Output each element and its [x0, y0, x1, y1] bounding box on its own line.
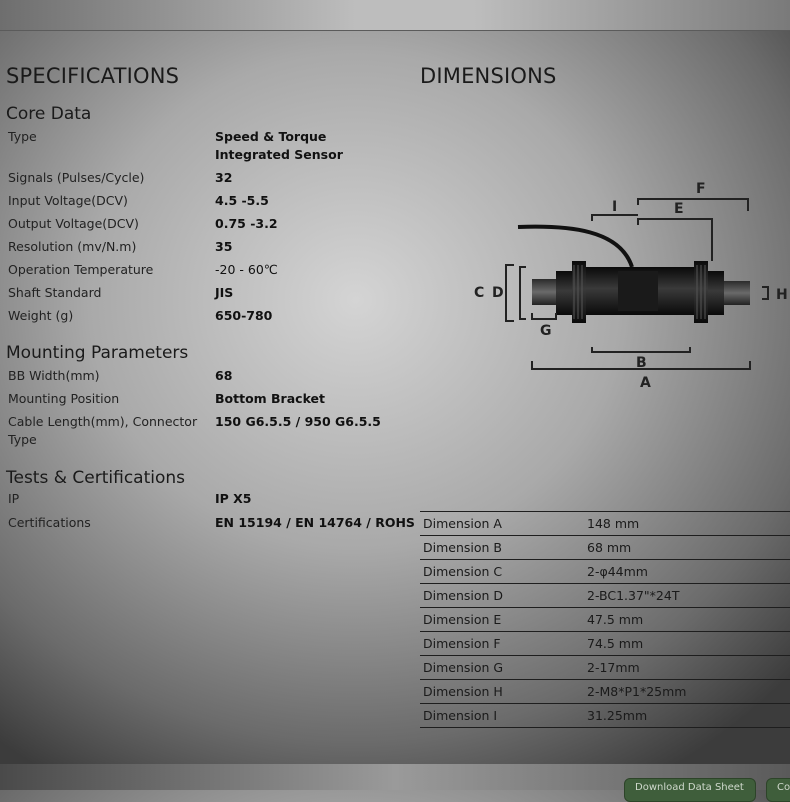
specifications-title: SPECIFICATIONS: [6, 64, 180, 88]
label-h: H: [776, 287, 788, 303]
download-data-sheet-button[interactable]: Download Data Sheet: [624, 778, 756, 802]
spec-value-resolution: 35: [215, 239, 233, 254]
label-a: A: [640, 375, 651, 391]
tests-certifications-title: Tests & Certifications: [6, 468, 185, 488]
dimension-i-value: 31.25mm: [587, 703, 790, 728]
sensor-cable: [517, 224, 634, 268]
spec-value-shaft-standard: JIS: [215, 285, 234, 300]
mounting-parameters-title: Mounting Parameters: [6, 343, 189, 363]
spec-value-weight: 650-780: [215, 308, 273, 323]
spec-value-mounting-position: Bottom Bracket: [215, 391, 325, 406]
table-row: Dimension A 148 mm: [420, 511, 790, 536]
spec-label-input-voltage: Input Voltage(DCV): [8, 193, 128, 208]
dimension-b-value: 68 mm: [587, 535, 790, 560]
table-row: Dimension E 47.5 mm: [420, 607, 790, 632]
dimension-d-label: Dimension D: [420, 583, 587, 608]
left-flange: [572, 261, 586, 323]
dimensions-title: DIMENSIONS: [420, 64, 557, 88]
core-data-title: Core Data: [6, 104, 92, 124]
bottom-bracket-dimension-diagram: A B C D E F G H I: [474, 181, 788, 391]
spec-label-shaft-standard: Shaft Standard: [8, 285, 102, 300]
spec-label-ip: IP: [8, 491, 20, 506]
spec-label-cable-length: Cable Length(mm), Connector Type: [8, 414, 198, 447]
spec-value-signals: 32: [215, 170, 233, 185]
dimension-h-label: Dimension H: [420, 679, 587, 704]
table-row: Dimension C 2-φ44mm: [420, 559, 790, 584]
label-b: B: [636, 355, 647, 371]
label-g: G: [540, 323, 552, 339]
sensor-body-mid: [618, 271, 658, 311]
dimension-b-label: Dimension B: [420, 535, 587, 560]
dimensions-table: Dimension A 148 mm Dimension B 68 mm Dim…: [420, 511, 790, 728]
dimension-d-value: 2-BC1.37"*24T: [587, 583, 790, 608]
spec-value-bb-width: 68: [215, 368, 233, 383]
spec-label-weight: Weight (g): [8, 308, 74, 323]
label-i: I: [612, 199, 617, 215]
spec-label-resolution: Resolution (mv/N.m): [8, 239, 137, 254]
table-row: Dimension G 2-17mm: [420, 655, 790, 680]
spec-value-input-voltage: 4.5 -5.5: [215, 193, 269, 208]
spec-label-type: Type: [8, 129, 37, 144]
right-shaft: [724, 281, 750, 305]
table-row: Dimension D 2-BC1.37"*24T: [420, 583, 790, 608]
spec-label-certifications: Certifications: [8, 515, 91, 530]
spec-label-mounting-position: Mounting Position: [8, 391, 120, 406]
top-strip: [0, 0, 790, 31]
dimension-i-label: Dimension I: [420, 703, 587, 728]
table-row: Dimension H 2-M8*P1*25mm: [420, 679, 790, 704]
spec-value-output-voltage: 0.75 -3.2: [215, 216, 278, 231]
spec-value-type: Speed & Torque Integrated Sensor: [215, 129, 343, 162]
dimension-h-value: 2-M8*P1*25mm: [587, 679, 790, 704]
contact-button[interactable]: Contact: [766, 778, 790, 802]
dimension-letters: A B C D E F G H I: [474, 181, 788, 391]
dimension-g-value: 2-17mm: [587, 655, 790, 680]
dimension-c-value: 2-φ44mm: [587, 559, 790, 584]
spec-value-cable-length: 150 G6.5.5 / 950 G6.5.5: [215, 414, 381, 429]
dimension-c-label: Dimension C: [420, 559, 587, 584]
spec-label-bb-width: BB Width(mm): [8, 368, 100, 383]
table-row: Dimension F 74.5 mm: [420, 631, 790, 656]
dimension-f-label: Dimension F: [420, 631, 587, 656]
label-d: D: [492, 285, 504, 301]
label-e: E: [674, 201, 684, 217]
spec-value-certifications: EN 15194 / EN 14764 / ROHS: [215, 515, 415, 530]
left-cup: [556, 271, 572, 315]
table-row: Dimension I 31.25mm: [420, 703, 790, 728]
table-row: Dimension B 68 mm: [420, 535, 790, 560]
dimension-e-value: 47.5 mm: [587, 607, 790, 632]
dimension-f-value: 74.5 mm: [587, 631, 790, 656]
right-flange: [694, 261, 708, 323]
left-shaft: [532, 279, 556, 305]
spec-label-operation-temperature: Operation Temperature: [8, 262, 154, 277]
spec-value-operation-temperature: -20 - 60℃: [215, 262, 278, 277]
dimension-e-label: Dimension E: [420, 607, 587, 632]
dimension-a-value: 148 mm: [587, 511, 790, 536]
dimension-g-label: Dimension G: [420, 655, 587, 680]
spec-label-output-voltage: Output Voltage(DCV): [8, 216, 139, 231]
dimension-a-label: Dimension A: [420, 511, 587, 536]
spec-value-ip: IP X5: [215, 491, 252, 506]
dimension-lines: [505, 198, 769, 370]
label-c: C: [474, 285, 484, 301]
spec-label-signals: Signals (Pulses/Cycle): [8, 170, 145, 185]
label-f: F: [696, 181, 706, 197]
right-cup: [708, 271, 724, 315]
